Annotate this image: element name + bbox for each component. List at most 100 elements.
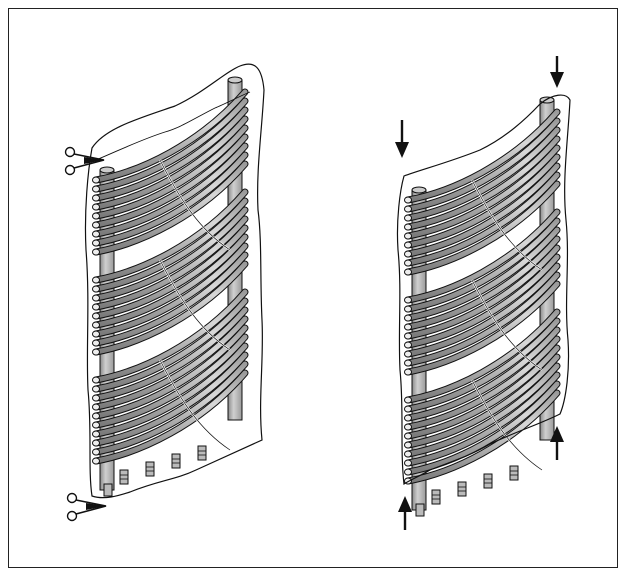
tube-end bbox=[92, 312, 100, 320]
tube-end bbox=[404, 314, 412, 322]
tube-end bbox=[404, 459, 412, 467]
tube-end bbox=[92, 385, 100, 393]
tube bbox=[405, 272, 560, 366]
tube-end bbox=[92, 457, 100, 465]
tube bbox=[93, 134, 248, 228]
tube-end bbox=[92, 285, 100, 293]
tube-end bbox=[404, 305, 412, 313]
tube bbox=[93, 325, 248, 419]
tube bbox=[93, 89, 248, 183]
tube-end bbox=[92, 194, 100, 202]
film-strap-edge bbox=[159, 259, 231, 351]
tube-end bbox=[404, 441, 412, 449]
up-arrow-icon bbox=[398, 496, 412, 530]
tube bbox=[93, 370, 248, 464]
tube bbox=[405, 127, 560, 221]
tube bbox=[93, 243, 248, 337]
tube-end bbox=[92, 212, 100, 220]
tube bbox=[405, 254, 560, 348]
tube bbox=[405, 245, 560, 339]
tube-end bbox=[92, 176, 100, 184]
tube-end bbox=[404, 259, 412, 267]
tube-end bbox=[404, 396, 412, 404]
tube bbox=[405, 281, 560, 375]
scissors-icon bbox=[64, 146, 105, 176]
radiator-panel-right bbox=[395, 56, 571, 530]
left-post-cap bbox=[411, 186, 427, 194]
tube-end bbox=[92, 239, 100, 247]
tube-end bbox=[92, 448, 100, 456]
tube-end bbox=[404, 405, 412, 413]
tube bbox=[93, 225, 248, 319]
tube-end bbox=[404, 414, 412, 422]
tube-end bbox=[404, 323, 412, 331]
protective-film-right bbox=[396, 94, 571, 486]
tube-end bbox=[404, 332, 412, 340]
tube bbox=[405, 363, 560, 457]
tube-end bbox=[92, 248, 100, 256]
tube bbox=[93, 261, 248, 355]
tube bbox=[93, 252, 248, 346]
left-post-cap bbox=[99, 166, 115, 174]
tube bbox=[93, 189, 248, 283]
valve bbox=[431, 489, 441, 505]
scissors-icon bbox=[66, 492, 107, 522]
tube bbox=[93, 143, 248, 237]
tube-end bbox=[92, 394, 100, 402]
tube-end bbox=[404, 423, 412, 431]
tube-end bbox=[92, 403, 100, 411]
right-post-cap bbox=[227, 76, 243, 84]
tube-end bbox=[92, 330, 100, 338]
tube-end bbox=[404, 468, 412, 476]
valve bbox=[145, 461, 155, 477]
tube bbox=[405, 227, 560, 321]
tube-end bbox=[404, 450, 412, 458]
valve bbox=[119, 469, 129, 485]
tube bbox=[93, 352, 248, 446]
valve bbox=[457, 481, 467, 497]
radiator-panel-left bbox=[64, 63, 265, 522]
tube bbox=[93, 98, 248, 192]
tube-end bbox=[404, 214, 412, 222]
tube-end bbox=[92, 321, 100, 329]
film-strap-edge bbox=[471, 179, 543, 271]
film-strap-edge bbox=[471, 279, 543, 371]
tube-end bbox=[404, 368, 412, 376]
drain-valve bbox=[415, 503, 425, 517]
tube bbox=[93, 198, 248, 292]
tube bbox=[405, 209, 560, 303]
tube-end bbox=[404, 232, 412, 240]
tube-end bbox=[404, 350, 412, 358]
tube-end bbox=[404, 196, 412, 204]
tube bbox=[405, 354, 560, 448]
tube-end bbox=[92, 230, 100, 238]
tube bbox=[405, 381, 560, 475]
tube bbox=[405, 181, 560, 275]
tube bbox=[405, 145, 560, 239]
tube-end bbox=[404, 268, 412, 276]
tube-end bbox=[404, 359, 412, 367]
tube-end bbox=[404, 223, 412, 231]
valve bbox=[197, 445, 207, 461]
tube bbox=[405, 109, 560, 203]
film-strap-edge bbox=[159, 359, 231, 451]
tube bbox=[93, 298, 248, 392]
tube-end bbox=[404, 432, 412, 440]
tube bbox=[405, 263, 560, 357]
tube-end bbox=[404, 296, 412, 304]
tube-end bbox=[92, 339, 100, 347]
tube-end bbox=[92, 294, 100, 302]
tube bbox=[405, 345, 560, 439]
tube-end bbox=[92, 376, 100, 384]
tube bbox=[405, 318, 560, 412]
radiator-left bbox=[92, 76, 249, 497]
down-arrow-icon bbox=[550, 56, 564, 88]
tube bbox=[93, 207, 248, 301]
tube-end bbox=[404, 241, 412, 249]
drain-valve bbox=[103, 483, 113, 497]
tube bbox=[405, 163, 560, 257]
tube-end bbox=[92, 348, 100, 356]
tube bbox=[93, 343, 248, 437]
tube bbox=[93, 107, 248, 201]
